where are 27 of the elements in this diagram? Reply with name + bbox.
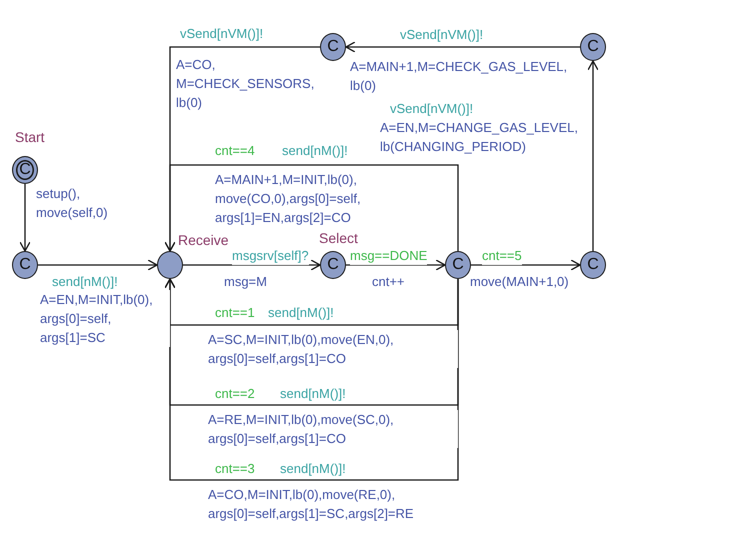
committed-location bbox=[320, 33, 346, 61]
committed-mark: C bbox=[19, 162, 31, 178]
transition-arrow bbox=[587, 60, 599, 251]
transition-arrow bbox=[346, 259, 446, 271]
transition-arrow bbox=[164, 278, 459, 481]
transition-arrow bbox=[345, 41, 580, 53]
update-label: A=SC,M=INIT,lb(0),move(EN,0), args[0]=self,args[1]=CO bbox=[208, 330, 458, 368]
committed-location bbox=[12, 251, 38, 279]
committed-mark: C bbox=[19, 257, 31, 273]
committed-location bbox=[580, 33, 606, 61]
committed-mark: C bbox=[327, 257, 339, 273]
committed-mark: C bbox=[587, 257, 599, 273]
committed-location bbox=[12, 156, 38, 184]
transition-arrow bbox=[471, 259, 581, 271]
transition-arrow bbox=[19, 184, 31, 252]
update-label: A=RE,M=INIT,lb(0),move(SC,0), args[0]=self,args[1]=CO bbox=[208, 410, 458, 448]
transition-arrow bbox=[38, 259, 158, 271]
transition-arrow bbox=[183, 259, 321, 271]
committed-location bbox=[320, 251, 346, 279]
committed-mark: C bbox=[327, 39, 339, 55]
location-circle bbox=[157, 251, 183, 279]
committed-location bbox=[580, 251, 606, 279]
committed-location bbox=[445, 251, 471, 279]
committed-mark: C bbox=[452, 257, 464, 273]
committed-mark: C bbox=[587, 39, 599, 55]
update-label: A=EN,M=INIT,lb(0), args[0]=self, args[1]=SC bbox=[40, 290, 170, 347]
transition-arrow bbox=[164, 164, 459, 252]
